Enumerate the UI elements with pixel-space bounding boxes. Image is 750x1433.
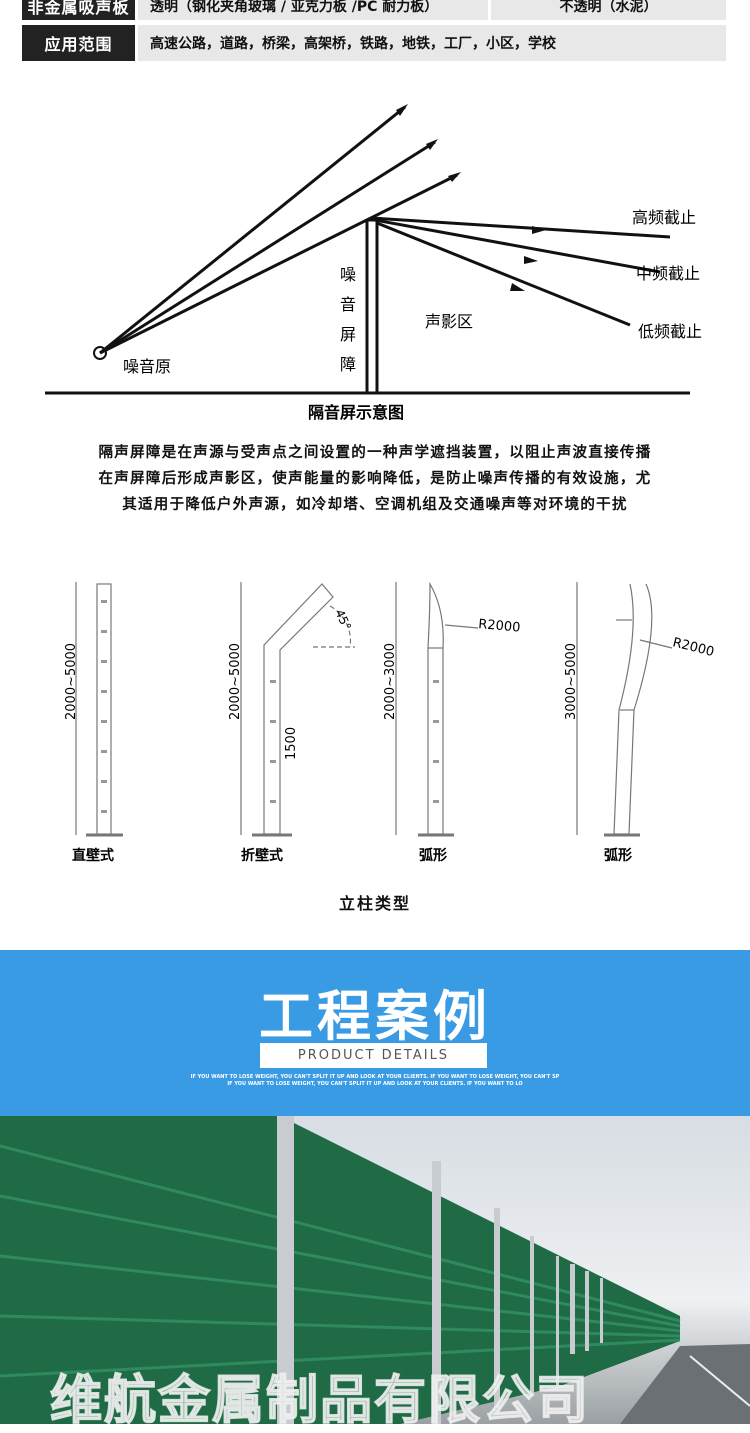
project-photo (0, 1116, 750, 1424)
post-name: 弧形 (604, 847, 632, 864)
post-name: 折壁式 (241, 847, 283, 864)
shadow-label: 声影区 (425, 312, 473, 331)
barrier-label-4: 障 (340, 355, 356, 374)
high-freq-label: 高频截止 (632, 208, 696, 227)
post-radius: R2000 (671, 635, 716, 660)
diagram-caption: 隔音屏示意图 (308, 403, 404, 422)
product-details-label: PRODUCT DETAILS (260, 1043, 487, 1068)
source-label: 噪音原 (123, 357, 171, 376)
post-radius: R2000 (478, 617, 521, 636)
post-angle: 45° (332, 607, 354, 632)
mid-freq-label: 中频截止 (636, 264, 700, 283)
paragraph-line: 隔声屏障是在声源与受声点之间设置的一种声学遮挡装置，以阻止声波直接传播 (98, 445, 652, 461)
paragraph-line: 其适用于降低户外声源，如冷却塔、空调机组及交通噪声等对环境的干扰 (122, 497, 628, 513)
barrier-label-1: 噪 (340, 265, 356, 284)
cell-application: 高速公路，道路，桥梁，高架桥，铁路，地铁，工厂，小区，学校 (138, 25, 726, 61)
row-label: 应用范围 (22, 25, 135, 61)
post-dim: 2000~3000 (383, 643, 398, 720)
row-label: 非金属吸声板 (22, 0, 135, 20)
posts-caption: 立柱类型 (338, 894, 411, 913)
banner-small-text: IF YOU WANT TO LOSE WEIGHT, YOU CAN'T SP… (227, 1081, 523, 1087)
banner-title: 工程案例 (259, 985, 491, 1048)
post-name: 直壁式 (72, 847, 114, 864)
post-types-diagram: 2000~5000 2000~5000 1500 45° 2000~3000 R… (64, 581, 716, 864)
project-cases-banner: 工程案例 PRODUCT DETAILS IF YOU WANT TO LOSE… (0, 950, 750, 1116)
post-dim: 2000~5000 (64, 643, 79, 720)
cell-transparent: 透明（钢化夹角玻璃 / 亚克力板 /PC 耐力板） (138, 0, 488, 20)
low-freq-label: 低频截止 (638, 322, 702, 341)
post-dim-lower: 1500 (284, 727, 299, 760)
paragraph-line: 在声屏障后形成声影区，使声能量的影响降低，是防止噪声传播的有效设施，尤 (98, 471, 652, 487)
table-row-application: 应用范围 高速公路，道路，桥梁，高架桥，铁路，地铁，工厂，小区，学校 (22, 25, 726, 61)
watermark: 维航金属制品有限公司 (49, 1370, 591, 1432)
post-name: 弧形 (419, 847, 447, 864)
barrier-label-2: 音 (340, 295, 356, 314)
post-dim: 3000~5000 (564, 643, 579, 720)
table-row-material: 非金属吸声板 透明（钢化夹角玻璃 / 亚克力板 /PC 耐力板） 不透明（水泥） (22, 0, 726, 20)
barrier-label-3: 屏 (340, 325, 356, 344)
post-dim: 2000~5000 (228, 643, 243, 720)
cell-opaque: 不透明（水泥） (491, 0, 726, 20)
barrier-diagram: 噪音原 噪 音 屏 障 声影区 高频截止 中频截止 低频截止 隔音屏示意图 (45, 104, 702, 422)
description-paragraph: 隔声屏障是在声源与受声点之间设置的一种声学遮挡装置，以阻止声波直接传播 在声屏障… (0, 440, 750, 518)
banner-small-text: IF YOU WANT TO LOSE WEIGHT, YOU CAN'T SP… (190, 1074, 560, 1080)
